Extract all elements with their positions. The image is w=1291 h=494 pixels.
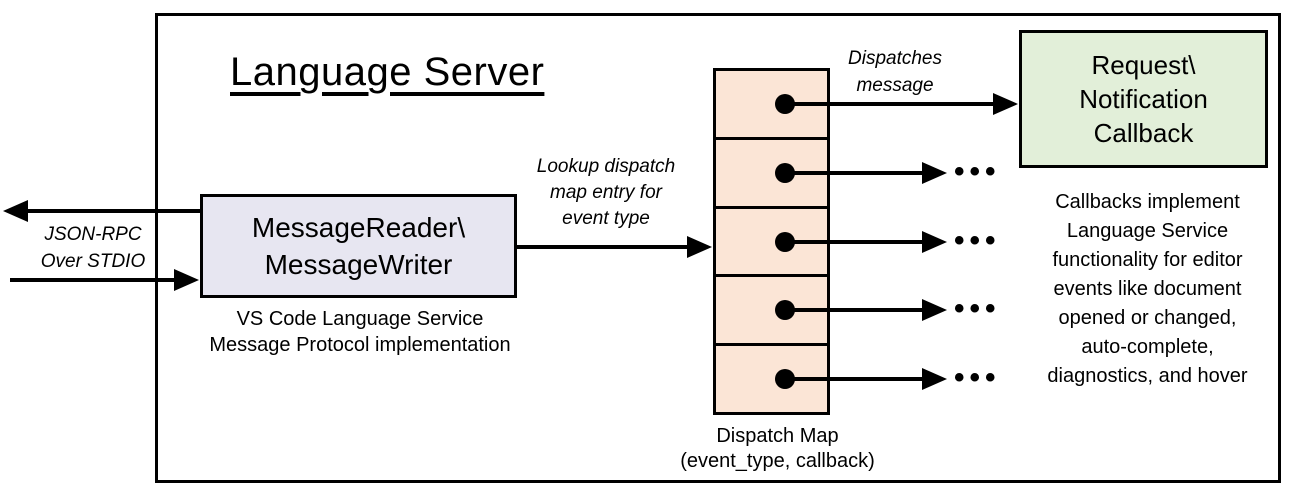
- ellipsis-icon: •••: [954, 361, 1001, 394]
- callbacks-note-line: opened or changed,: [1058, 307, 1237, 329]
- diagram-title: Language Server: [230, 50, 545, 94]
- lookup-dispatch-label: Lookup dispatch map entry for event type: [515, 154, 697, 232]
- callback-box-line1: Request\: [1091, 50, 1196, 80]
- message-reader-writer-line2: MessageWriter: [264, 249, 453, 280]
- dispatches-message-label: Dispatches message: [824, 45, 966, 99]
- dispatch-map-cell: [716, 71, 827, 140]
- dispatch-map-cell: [716, 140, 827, 209]
- json-rpc-stdio-label: JSON-RPC Over STDIO: [13, 221, 173, 275]
- message-reader-writer-box: MessageReader\ MessageWriter: [200, 194, 517, 298]
- callbacks-note-line: functionality for editor: [1052, 249, 1243, 271]
- dispatch-map-cell: [716, 209, 827, 278]
- ellipsis-icon: •••: [954, 292, 1001, 325]
- dispatch-map-cell: [716, 277, 827, 347]
- dispatch-map-caption-line1: Dispatch Map: [716, 425, 839, 447]
- json-rpc-stdio-label-line2: Over STDIO: [40, 251, 146, 272]
- ellipsis-icon: •••: [954, 224, 1001, 257]
- callbacks-note-line: auto-complete,: [1081, 336, 1214, 358]
- dispatches-message-label-line1: Dispatches: [848, 48, 942, 69]
- reader-caption-line2: Message Protocol implementation: [209, 334, 511, 356]
- callback-box-line2: Notification: [1079, 84, 1208, 114]
- lookup-dispatch-label-line3: event type: [562, 208, 650, 229]
- callbacks-note: Callbacks implement Language Service fun…: [1025, 188, 1270, 391]
- lookup-dispatch-label-line1: Lookup dispatch: [536, 156, 676, 177]
- dispatch-map-caption: Dispatch Map (event_type, callback): [655, 424, 900, 474]
- reader-caption: VS Code Language Service Message Protoco…: [170, 306, 550, 358]
- dispatch-map-caption-line2: (event_type, callback): [680, 450, 875, 472]
- dispatch-map-cell: [716, 346, 827, 412]
- callbacks-note-line: Callbacks implement: [1055, 191, 1240, 213]
- json-rpc-stdio-label-line1: JSON-RPC: [44, 224, 142, 245]
- dispatches-message-label-line2: message: [856, 75, 934, 96]
- callbacks-note-line: events like document: [1053, 278, 1242, 300]
- ellipsis-icon: •••: [954, 155, 1001, 188]
- language-server-boundary-box: [155, 13, 1281, 483]
- callback-box-line3: Callback: [1093, 118, 1194, 148]
- reader-caption-line1: VS Code Language Service: [236, 308, 484, 330]
- message-reader-writer-line1: MessageReader\: [251, 212, 466, 243]
- request-notification-callback-box: Request\ Notification Callback: [1019, 30, 1268, 168]
- callbacks-note-line: diagnostics, and hover: [1047, 365, 1248, 387]
- dispatch-map-box: [713, 68, 830, 415]
- callbacks-note-line: Language Service: [1066, 220, 1229, 242]
- lookup-dispatch-label-line2: map entry for: [550, 182, 662, 203]
